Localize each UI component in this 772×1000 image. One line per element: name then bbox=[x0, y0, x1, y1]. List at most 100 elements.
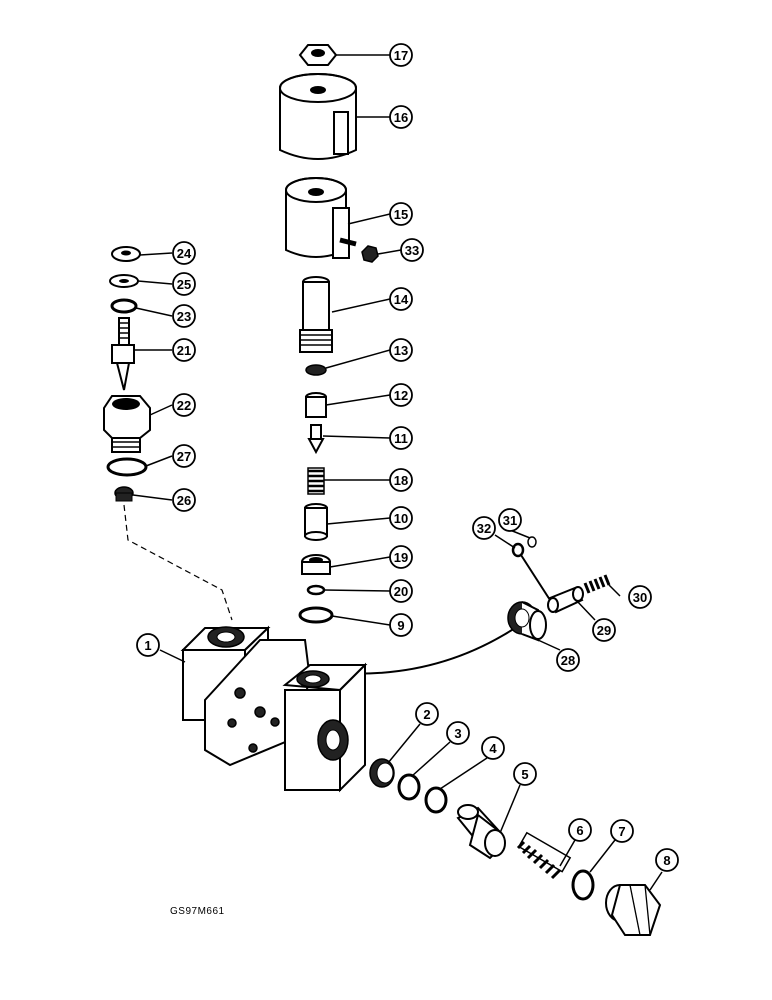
callout-5: 5 bbox=[513, 762, 537, 786]
callout-label: 18 bbox=[394, 473, 408, 488]
part-19-seat bbox=[301, 554, 331, 575]
callout-label: 21 bbox=[177, 343, 191, 358]
callout-21: 21 bbox=[172, 338, 196, 362]
callout-label: 11 bbox=[394, 431, 408, 446]
part-20-o-ring bbox=[306, 584, 326, 596]
callout-label: 10 bbox=[394, 511, 408, 526]
callout-16: 16 bbox=[389, 105, 413, 129]
callout-24: 24 bbox=[172, 241, 196, 265]
callout-label: 9 bbox=[397, 618, 404, 633]
part-3-o-ring bbox=[397, 773, 421, 801]
callout-label: 30 bbox=[633, 590, 647, 605]
part-12-plunger bbox=[305, 392, 327, 418]
callout-2: 2 bbox=[415, 702, 439, 726]
callout-label: 26 bbox=[177, 493, 191, 508]
part-11-pin bbox=[307, 424, 325, 455]
part-22-fitting bbox=[103, 395, 151, 453]
callout-18: 18 bbox=[389, 468, 413, 492]
callout-label: 12 bbox=[394, 388, 408, 403]
callout-29: 29 bbox=[592, 618, 616, 642]
callout-19: 19 bbox=[389, 545, 413, 569]
callout-22: 22 bbox=[172, 393, 196, 417]
callout-30: 30 bbox=[628, 585, 652, 609]
part-27-o-ring bbox=[106, 457, 148, 477]
callout-31: 31 bbox=[498, 508, 522, 532]
part-10-sleeve bbox=[304, 503, 328, 541]
part-23-ring bbox=[110, 298, 138, 314]
part-9-o-ring bbox=[298, 606, 334, 624]
callout-11: 11 bbox=[389, 426, 413, 450]
callout-15: 15 bbox=[389, 202, 413, 226]
callout-label: 19 bbox=[394, 550, 408, 565]
callout-label: 14 bbox=[394, 292, 409, 307]
callout-26: 26 bbox=[172, 488, 196, 512]
callout-label: 1 bbox=[144, 638, 151, 653]
part-28-sleeve bbox=[507, 601, 547, 642]
callout-6: 6 bbox=[568, 818, 592, 842]
callout-label: 20 bbox=[394, 584, 408, 599]
part-32-ring bbox=[511, 542, 525, 558]
callout-label: 28 bbox=[561, 653, 575, 668]
callout-leaders bbox=[132, 54, 663, 891]
callout-4: 4 bbox=[481, 736, 505, 760]
callout-label: 17 bbox=[394, 48, 408, 63]
callout-label: 23 bbox=[177, 309, 191, 324]
callout-12: 12 bbox=[389, 383, 413, 407]
part-33-nut bbox=[361, 245, 379, 263]
callout-27: 27 bbox=[172, 444, 196, 468]
callout-10: 10 bbox=[389, 506, 413, 530]
callout-label: 4 bbox=[489, 741, 497, 756]
part-8-hex-plug bbox=[605, 884, 662, 936]
part-1-valve-body bbox=[180, 625, 368, 793]
callout-label: 2 bbox=[423, 707, 430, 722]
part-29-piston bbox=[547, 586, 584, 614]
part-4-o-ring bbox=[424, 786, 448, 814]
callout-8: 8 bbox=[655, 848, 679, 872]
callout-32: 32 bbox=[472, 516, 496, 540]
callout-label: 7 bbox=[618, 824, 625, 839]
callout-label: 29 bbox=[597, 623, 611, 638]
callout-label: 25 bbox=[177, 277, 191, 292]
callout-9: 9 bbox=[389, 613, 413, 637]
callout-17: 17 bbox=[389, 43, 413, 67]
part-26-plug bbox=[114, 486, 134, 502]
callout-label: 33 bbox=[405, 243, 419, 258]
callout-label: 31 bbox=[503, 513, 517, 528]
callout-label: 13 bbox=[394, 343, 408, 358]
drawing-code: GS97M661 bbox=[170, 906, 225, 917]
part-2-plug bbox=[369, 758, 395, 788]
part-7-o-ring bbox=[571, 869, 595, 901]
part-14-stem-tube bbox=[299, 276, 333, 353]
part-6-spring bbox=[516, 831, 572, 880]
callout-label: 8 bbox=[663, 853, 670, 868]
callout-label: 32 bbox=[477, 521, 491, 536]
callout-14: 14 bbox=[389, 287, 413, 311]
callout-label: 3 bbox=[454, 726, 461, 741]
callout-label: 5 bbox=[521, 767, 528, 782]
callout-13: 13 bbox=[389, 338, 413, 362]
callout-33: 33 bbox=[400, 238, 424, 262]
callout-20: 20 bbox=[389, 579, 413, 603]
part-31-ring bbox=[527, 536, 537, 548]
part-13-washer bbox=[305, 364, 327, 376]
callout-25: 25 bbox=[172, 272, 196, 296]
part-30-spring bbox=[583, 574, 611, 594]
part-5-poppet bbox=[456, 804, 506, 860]
part-15-solenoid-coil bbox=[285, 177, 357, 259]
part-17-nut bbox=[298, 44, 338, 66]
callouts: 17 16 15 33 14 13 12 11 18 10 19 20 9 24… bbox=[136, 43, 679, 872]
callout-label: 15 bbox=[394, 207, 408, 222]
callout-label: 22 bbox=[177, 398, 191, 413]
callout-1: 1 bbox=[136, 633, 160, 657]
callout-label: 6 bbox=[576, 823, 583, 838]
part-18-spring bbox=[307, 467, 325, 495]
callout-23: 23 bbox=[172, 304, 196, 328]
callout-7: 7 bbox=[610, 819, 634, 843]
part-21-needle bbox=[111, 317, 135, 391]
callout-3: 3 bbox=[446, 721, 470, 745]
part-16-cap bbox=[279, 73, 357, 160]
callout-28: 28 bbox=[556, 648, 580, 672]
callout-label: 27 bbox=[177, 449, 191, 464]
callout-label: 24 bbox=[177, 246, 192, 261]
